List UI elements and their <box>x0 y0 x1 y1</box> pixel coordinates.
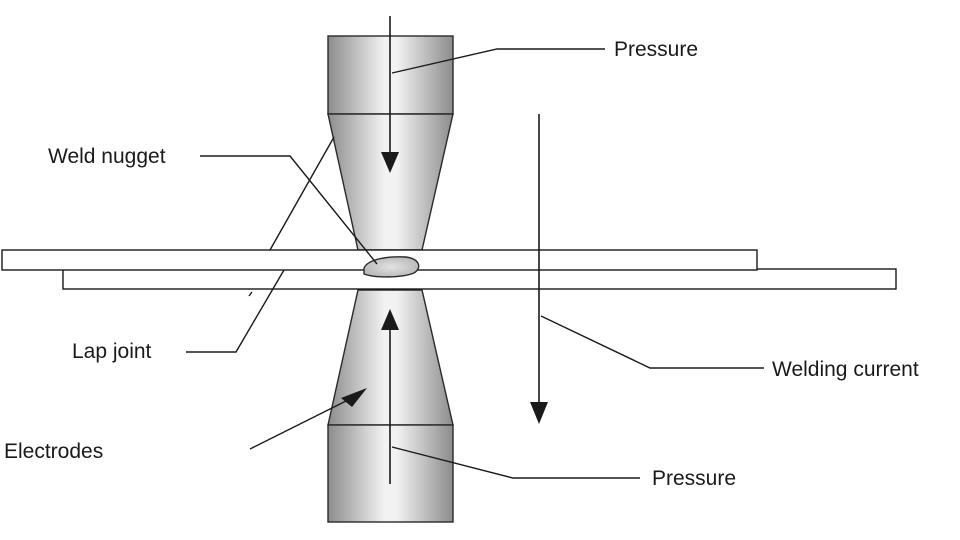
top-pressure-arrow <box>381 16 399 173</box>
pressure-top-leader <box>391 48 605 74</box>
pressure-bottom-leader <box>391 446 640 479</box>
lap-joint-leader-upper <box>269 136 335 251</box>
welding-current-label: Welding current <box>772 358 919 381</box>
pressure-bottom-label: Pressure <box>652 467 736 490</box>
electrodes-label: Electrodes <box>4 440 103 463</box>
pressure-top-label: Pressure <box>614 38 698 61</box>
lap-joint-sheets <box>1 249 897 290</box>
weld-nugget <box>363 256 420 278</box>
welding-current-arrow <box>530 114 548 424</box>
lap-joint-leader-tail <box>248 291 253 297</box>
weld-nugget-label: Weld nugget <box>48 145 166 168</box>
lap-joint-leader <box>186 269 285 353</box>
lower-sheet <box>62 268 897 290</box>
electrodes-pointer-arrow <box>249 388 367 450</box>
welding-current-leader <box>540 315 764 369</box>
weld-nugget-leader <box>200 155 378 265</box>
lap-joint-label: Lap joint <box>72 340 152 363</box>
bottom-pressure-arrow <box>381 309 399 484</box>
